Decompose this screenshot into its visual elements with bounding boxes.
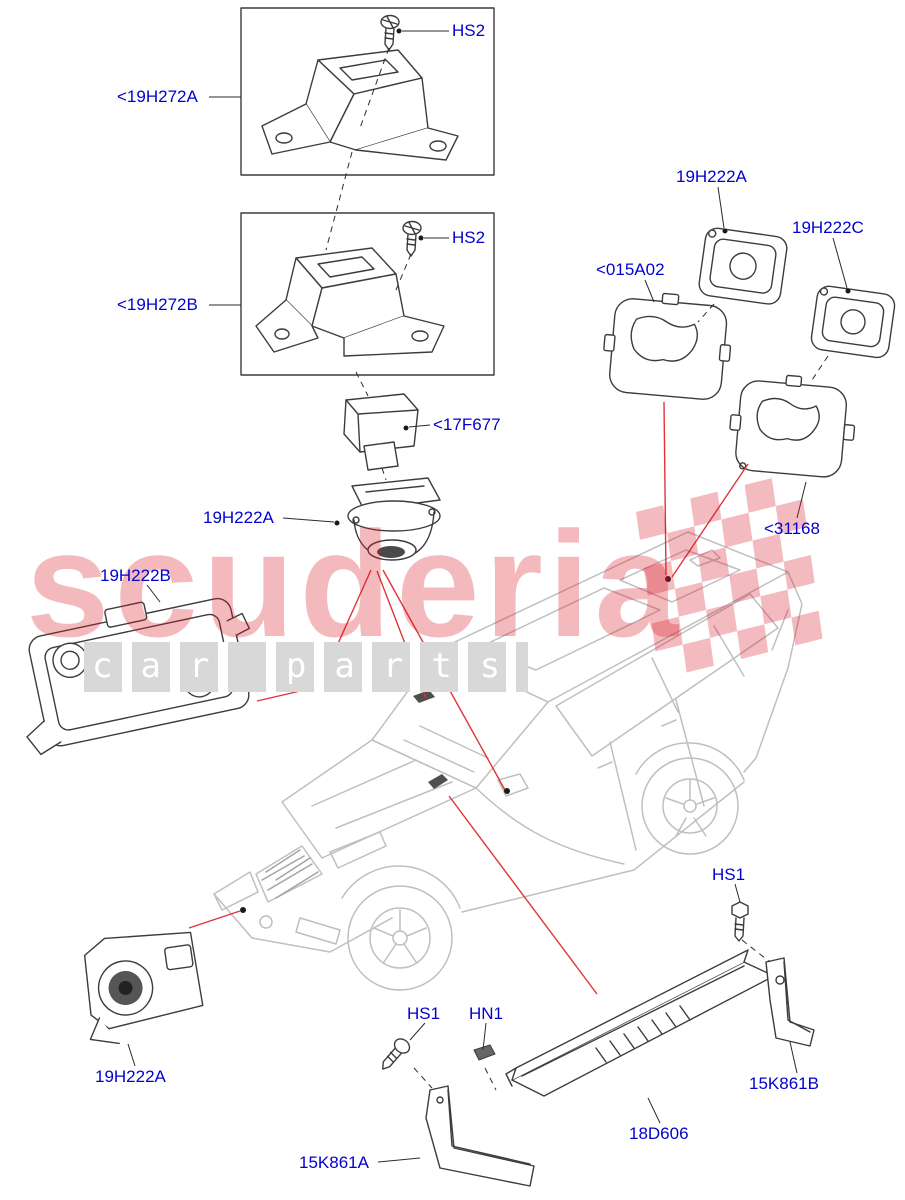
bracket-15k861b-drawing <box>765 957 815 1047</box>
camera-19h222a-bottom-drawing <box>83 931 204 1045</box>
label-17f677: <17F677 <box>433 415 501 434</box>
bracket-15k861a-drawing <box>425 1085 535 1187</box>
frame-31168-drawing <box>729 374 856 478</box>
screw-hs2-top-drawing <box>380 14 400 51</box>
label-hs2-mid: HS2 <box>452 228 486 247</box>
label-15k861a: 15K861A <box>299 1153 369 1172</box>
roof-fastener-drawing <box>413 690 435 703</box>
red-pointer-lines <box>188 401 749 995</box>
label-leader-lines <box>127 28 851 1163</box>
pillar-fastener-drawing <box>428 774 448 789</box>
label-19h222a-center: 19H222A <box>203 508 274 527</box>
camera-17f677-drawing <box>343 393 419 471</box>
frame-015a02-drawing <box>603 292 732 400</box>
clip-hn1-drawing <box>473 1044 496 1061</box>
label-18d606: 18D606 <box>629 1124 689 1143</box>
camera-19h222a-right-drawing <box>698 227 788 305</box>
label-hs1-right: HS1 <box>712 865 746 884</box>
vehicle-illustration <box>213 531 803 991</box>
label-19h222c: 19H222C <box>792 218 864 237</box>
module-19h222b-drawing <box>26 597 251 756</box>
screw-hs1-bottom-drawing <box>382 1038 411 1070</box>
watermark-subtitle: car parts <box>84 642 529 692</box>
label-19h272a: <19H272A <box>117 87 198 106</box>
label-15k861b: 15K861B <box>749 1074 819 1093</box>
label-19h222a-bottom: 19H222A <box>95 1067 166 1086</box>
label-hs2-top: HS2 <box>452 21 486 40</box>
assembly-dashed-lines <box>325 47 829 1091</box>
label-hn1: HN1 <box>469 1004 504 1023</box>
treadplate-18d606-drawing <box>505 949 775 1097</box>
label-31168: <31168 <box>764 519 820 538</box>
screw-hs2-mid-drawing <box>402 220 422 257</box>
bracket-19h272a-drawing <box>261 49 459 161</box>
label-015a02: <015A02 <box>596 260 665 279</box>
label-hs1-bottom: HS1 <box>407 1004 441 1023</box>
label-19h272b: <19H272B <box>117 295 198 314</box>
label-19h222a-right: 19H222A <box>676 167 747 186</box>
screw-hs1-right-drawing <box>731 901 749 942</box>
bracket-19h272b-drawing <box>255 247 445 357</box>
camera-19h222c-drawing <box>810 285 896 359</box>
camera-19h222a-center-drawing <box>347 477 441 561</box>
label-19h222b: 19H222B <box>100 566 171 585</box>
